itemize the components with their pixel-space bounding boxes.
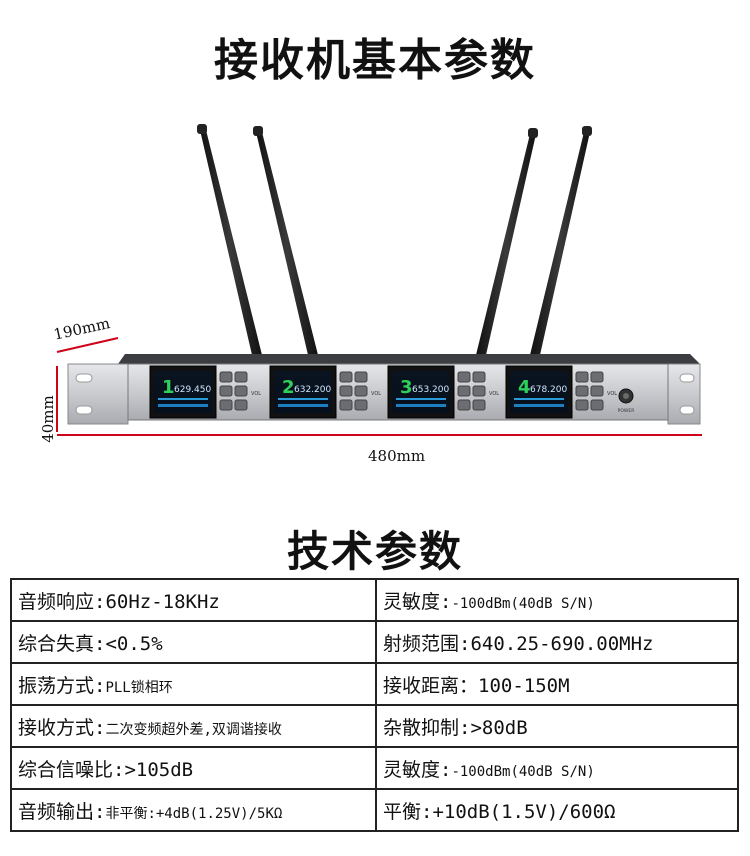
channel-button[interactable]	[354, 371, 368, 383]
spec-value: +10dB(1.5V)/600Ω	[432, 800, 616, 823]
antenna-left-2	[253, 126, 318, 355]
spec-label: 平衡:	[383, 800, 433, 823]
channel-button[interactable]	[354, 399, 368, 411]
width-label: 480mm	[368, 447, 426, 465]
power-label: POWER	[618, 408, 635, 414]
spec-cell-right: 平衡:+10dB(1.5V)/600Ω	[375, 788, 739, 832]
antenna-right-2	[530, 126, 592, 355]
spec-row: 综合失真:<0.5%射频范围:640.25-690.00MHz	[10, 620, 739, 664]
spec-cell-right: 灵敏度:-100dBm(40dB S/N)	[375, 746, 739, 790]
channel-button[interactable]	[575, 399, 589, 411]
spec-label: 灵敏度:	[383, 758, 452, 781]
vol-label: VOL	[371, 391, 381, 397]
spec-value: 二次变频超外差,双调谐接收	[105, 721, 282, 738]
spec-cell-right: 射频范围:640.25-690.00MHz	[375, 620, 739, 664]
channel-button[interactable]	[472, 385, 486, 397]
channel-frequency: 632.200	[294, 385, 331, 395]
spec-value: 100-150M	[478, 674, 570, 697]
spec-label: 综合信噪比:	[18, 758, 125, 781]
spec-cell-right: 接收距离：100-150M	[375, 662, 739, 706]
channel-button[interactable]	[457, 399, 471, 411]
channel-button[interactable]	[219, 371, 233, 383]
channel-button[interactable]	[339, 385, 353, 397]
spec-label: 杂散抑制:	[383, 716, 471, 739]
spec-label: 接收方式:	[18, 716, 106, 739]
channel-button[interactable]	[590, 385, 604, 397]
channel-button[interactable]	[219, 399, 233, 411]
channel-button[interactable]	[575, 385, 589, 397]
antenna-left-1	[197, 124, 262, 355]
channel-number: 4	[518, 377, 531, 398]
vol-label: VOL	[607, 391, 617, 397]
channel-button[interactable]	[234, 399, 248, 411]
spec-label: 射频范围:	[383, 632, 471, 655]
spec-value: >105dB	[124, 758, 194, 781]
channel-frequency: 653.200	[412, 385, 449, 395]
channel-frequency: 678.200	[530, 385, 567, 395]
channel-button[interactable]	[472, 371, 486, 383]
channel-button[interactable]	[234, 371, 248, 383]
spec-cell-left: 综合信噪比:>105dB	[10, 746, 377, 790]
spec-value: >80dB	[470, 716, 528, 739]
page-title: 接收机基本参数	[214, 35, 536, 86]
spec-label: 音频输出:	[18, 800, 106, 823]
spec-value: -100dBm(40dB S/N)	[451, 595, 595, 612]
antenna-right-1	[476, 128, 538, 355]
vol-label: VOL	[251, 391, 261, 397]
channel-button[interactable]	[590, 371, 604, 383]
channel-button[interactable]	[472, 399, 486, 411]
vol-label: VOL	[489, 391, 499, 397]
spec-cell-left: 音频响应:60Hz-18KHz	[10, 578, 377, 622]
height-label: 40mm	[39, 395, 57, 443]
channel-number: 3	[400, 377, 413, 398]
spec-value: 非平衡:+4dB(1.25V)/5KΩ	[105, 805, 283, 822]
spec-label: 综合失真:	[18, 632, 106, 655]
channel-button[interactable]	[354, 385, 368, 397]
spec-cell-right: 灵敏度:-100dBm(40dB S/N)	[375, 578, 739, 622]
spec-label: 灵敏度:	[383, 590, 452, 613]
channel-button[interactable]	[590, 399, 604, 411]
channel-button[interactable]	[457, 371, 471, 383]
channel-number: 1	[162, 377, 175, 398]
spec-value: -100dBm(40dB S/N)	[451, 763, 595, 780]
depth-line	[56, 337, 119, 353]
spec-cell-left: 音频输出:非平衡:+4dB(1.25V)/5KΩ	[10, 788, 377, 832]
spec-value: <0.5%	[105, 632, 163, 655]
spec-cell-right: 杂散抑制:>80dB	[375, 704, 739, 748]
spec-row: 接收方式:二次变频超外差,双调谐接收杂散抑制:>80dB	[10, 704, 739, 748]
spec-row: 振荡方式:PLL锁相环接收距离：100-150M	[10, 662, 739, 706]
channel-button[interactable]	[575, 371, 589, 383]
spec-title: 技术参数	[286, 527, 463, 576]
spec-label: 接收距离：	[383, 674, 479, 697]
channel-button[interactable]	[219, 385, 233, 397]
spec-value: 60Hz-18KHz	[105, 590, 220, 613]
channel-number: 2	[282, 377, 295, 398]
spec-value: PLL锁相环	[105, 679, 173, 696]
channel-button[interactable]	[339, 399, 353, 411]
spec-label: 音频响应:	[18, 590, 106, 613]
channel-button[interactable]	[339, 371, 353, 383]
spec-cell-left: 振荡方式:PLL锁相环	[10, 662, 377, 706]
spec-label: 振荡方式:	[18, 674, 106, 697]
spec-value: 640.25-690.00MHz	[470, 632, 654, 655]
spec-cell-left: 综合失真:<0.5%	[10, 620, 377, 664]
channel-button[interactable]	[457, 385, 471, 397]
channel-frequency: 629.450	[174, 385, 211, 395]
channel-button[interactable]	[234, 385, 248, 397]
spec-cell-left: 接收方式:二次变频超外差,双调谐接收	[10, 704, 377, 748]
